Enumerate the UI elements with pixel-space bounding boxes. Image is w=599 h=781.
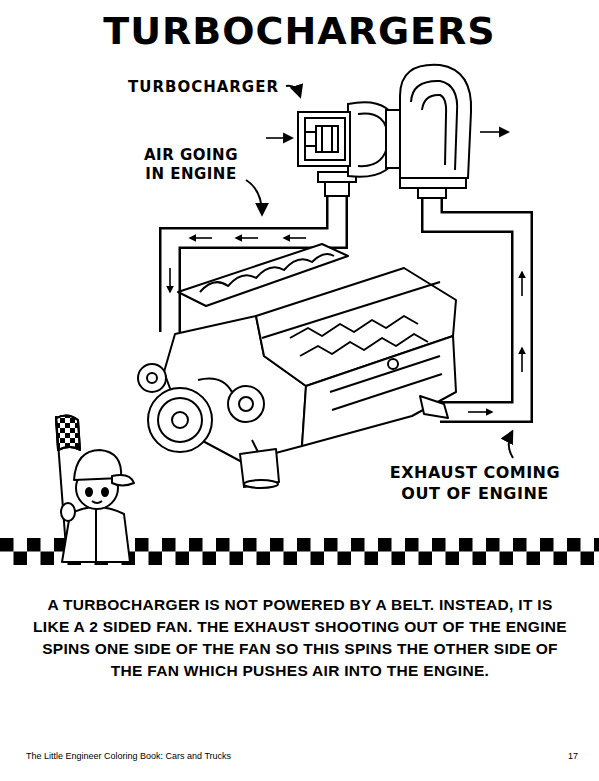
page-number: 17 [548, 750, 578, 762]
kid-figure [56, 415, 134, 562]
callout-label: AIR GOING IN ENGINE [138, 146, 244, 184]
callout-label: EXHAUST COMING OUT OF ENGINE [380, 462, 570, 504]
page-title: TURBOCHARGERS [0, 8, 599, 54]
callout-label: TURBOCHARGER [128, 78, 284, 96]
body-caption: A TURBOCHARGER IS NOT POWERED BY A BELT.… [28, 594, 572, 682]
engine-drawing [138, 244, 456, 488]
turbocharger-drawing [298, 65, 471, 198]
footer-text: The Little Engineer Coloring Book: Cars … [26, 750, 386, 762]
